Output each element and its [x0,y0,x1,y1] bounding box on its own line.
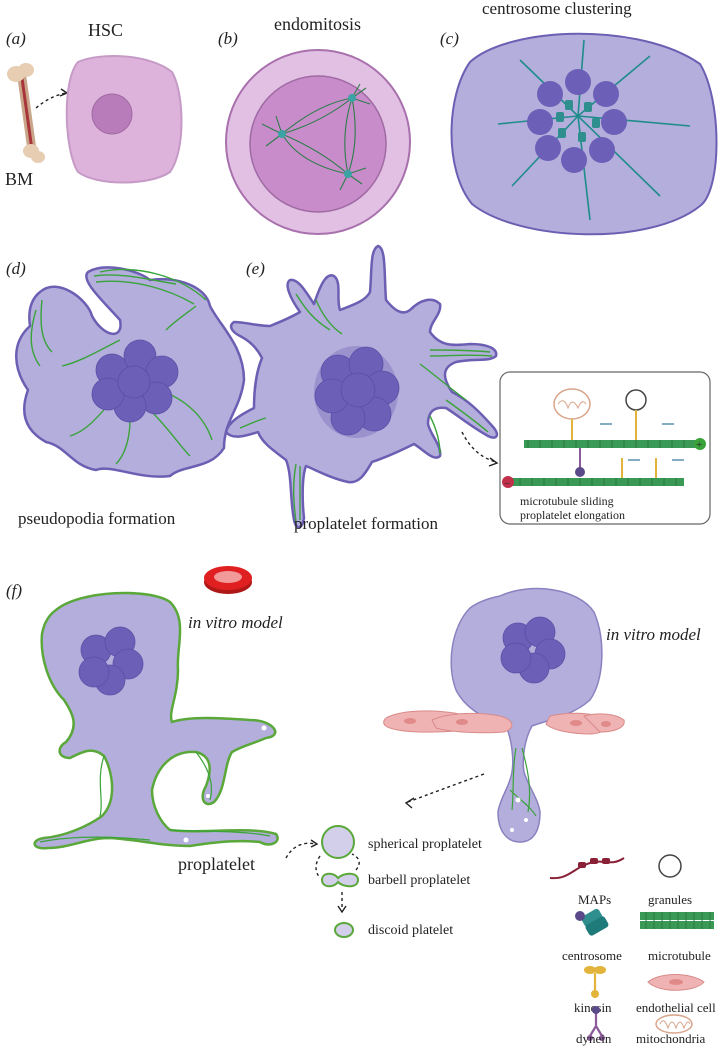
legend-dynein-icon [587,1006,605,1041]
legend-microtubule-icon [640,912,714,929]
panel-d-caption: pseudopodia formation [18,509,176,528]
panel-c: (c) centrosome clustering [440,0,718,236]
barbell-proplatelet [320,872,360,888]
inset-motion-arrows [600,423,684,461]
right-mk-microtubules [509,747,537,817]
inset-kinesin-stalks [571,410,637,440]
spherical-label: spherical proplatelet [368,837,482,852]
legend-microtubule: microtubule [648,948,711,963]
panel-f-letter: (f) [6,581,22,600]
proplatelet-nucleus [314,346,400,436]
centrosome-3 [344,170,352,178]
right-mk-nucleus [500,616,566,684]
inset-plus-end [694,438,706,450]
in-vitro-model-left: in vitro model [188,613,283,632]
discoid-label: discoid platelet [368,923,453,938]
panel-b: (b) endomitosis [218,14,411,235]
proplatelet-label: proplatelet [178,854,255,874]
panel-e-caption: proplatelet formation [294,514,438,533]
microtubule-sliding-inset: – + microtubule sliding proplatelet elon… [499,371,711,525]
zoom-arrowhead [488,457,499,467]
left-mk-microtubules [39,751,271,843]
panel-a: (a) HSC BM [5,20,183,189]
hsc-nucleus [91,93,133,135]
in-vitro-model-right: in vitro model [606,625,701,644]
cycle-arrow-right [351,853,360,871]
centrosome-2 [348,94,356,102]
legend-endothelial: endothelial cell [636,1000,716,1015]
legend-kinesin-icon [584,966,606,998]
centrosome-1 [278,130,286,138]
nucleus-ring [527,69,627,173]
panel-e-letter: (e) [246,259,265,278]
legend-centrosome-icon [575,908,609,936]
panel-b-title: endomitosis [274,14,361,34]
panel-d: (d) pseudopodia formation [6,259,246,528]
inset-granule [625,389,647,411]
discoid-platelet [334,922,354,938]
panel-d-letter: (d) [6,259,26,278]
legend-granules-icon [658,854,682,878]
proplatelet-microtubules [239,293,493,523]
legend-endothelial-icon [647,974,705,991]
legend-mitochondria: mitochondria [636,1031,706,1046]
inset-line-2: proplatelet elongation [520,508,625,522]
petri-dish-icon [204,566,252,594]
right-to-spherical-arrow [407,773,485,803]
inset-microtubule-bottom [504,478,684,486]
panel-c-title: centrosome clustering [482,0,632,18]
legend-dynein: dynein [576,1031,612,1046]
barbell-label: barbell proplatelet [368,873,470,888]
zoom-arrow [461,431,497,463]
panel-b-letter: (b) [218,29,238,48]
left-mk-nucleus [78,626,144,696]
inset-minus-end [502,476,514,488]
legend-maps: MAPs [578,892,611,907]
legend-mitochondria-icon [655,1014,693,1034]
spherical-proplatelet [321,825,355,859]
inset-line-1: microtubule sliding [520,494,614,508]
right-to-spherical-arrowhead [404,797,415,809]
cycle-arrow-left [315,855,321,879]
left-granules [183,725,267,843]
centrosome-cluster [556,100,600,142]
legend-maps-icon [549,857,625,880]
inset-mitochondrion [553,388,591,420]
panel-a-letter: (a) [6,29,26,48]
inset-plus-sign: + [696,439,702,451]
panel-e: (e) [224,244,711,533]
bm-label: BM [5,169,33,189]
panel-f: (f) in vitro model proplatelet [6,566,701,938]
bone-marrow-icon [7,63,45,163]
pseudopodia-nucleus [91,339,179,423]
legend: MAPs granules centrosome microtubule kin… [549,854,716,1046]
panel-c-letter: (c) [440,29,459,48]
legend-granules: granules [648,892,692,907]
to-spherical-arrow [285,842,317,859]
endomitosis-nucleus [249,75,387,213]
inset-dynein-head [575,467,585,477]
inset-microtubule-top [524,440,704,448]
to-spherical-arrowhead [310,839,319,848]
bm-to-hsc-arrowhead [59,88,69,97]
legend-centrosome: centrosome [562,948,622,963]
endothelial-nuclei [404,718,611,727]
inset-kinesin-bridges [621,458,657,478]
bm-to-hsc-arrow [35,92,67,109]
inset-minus-sign: – [504,478,511,489]
pseudopodia-microtubules [30,268,213,465]
right-granules [510,797,528,832]
panel-a-title: HSC [88,20,123,40]
to-discoid-arrowhead [337,905,347,914]
inset-mt-top-texture [527,440,697,448]
